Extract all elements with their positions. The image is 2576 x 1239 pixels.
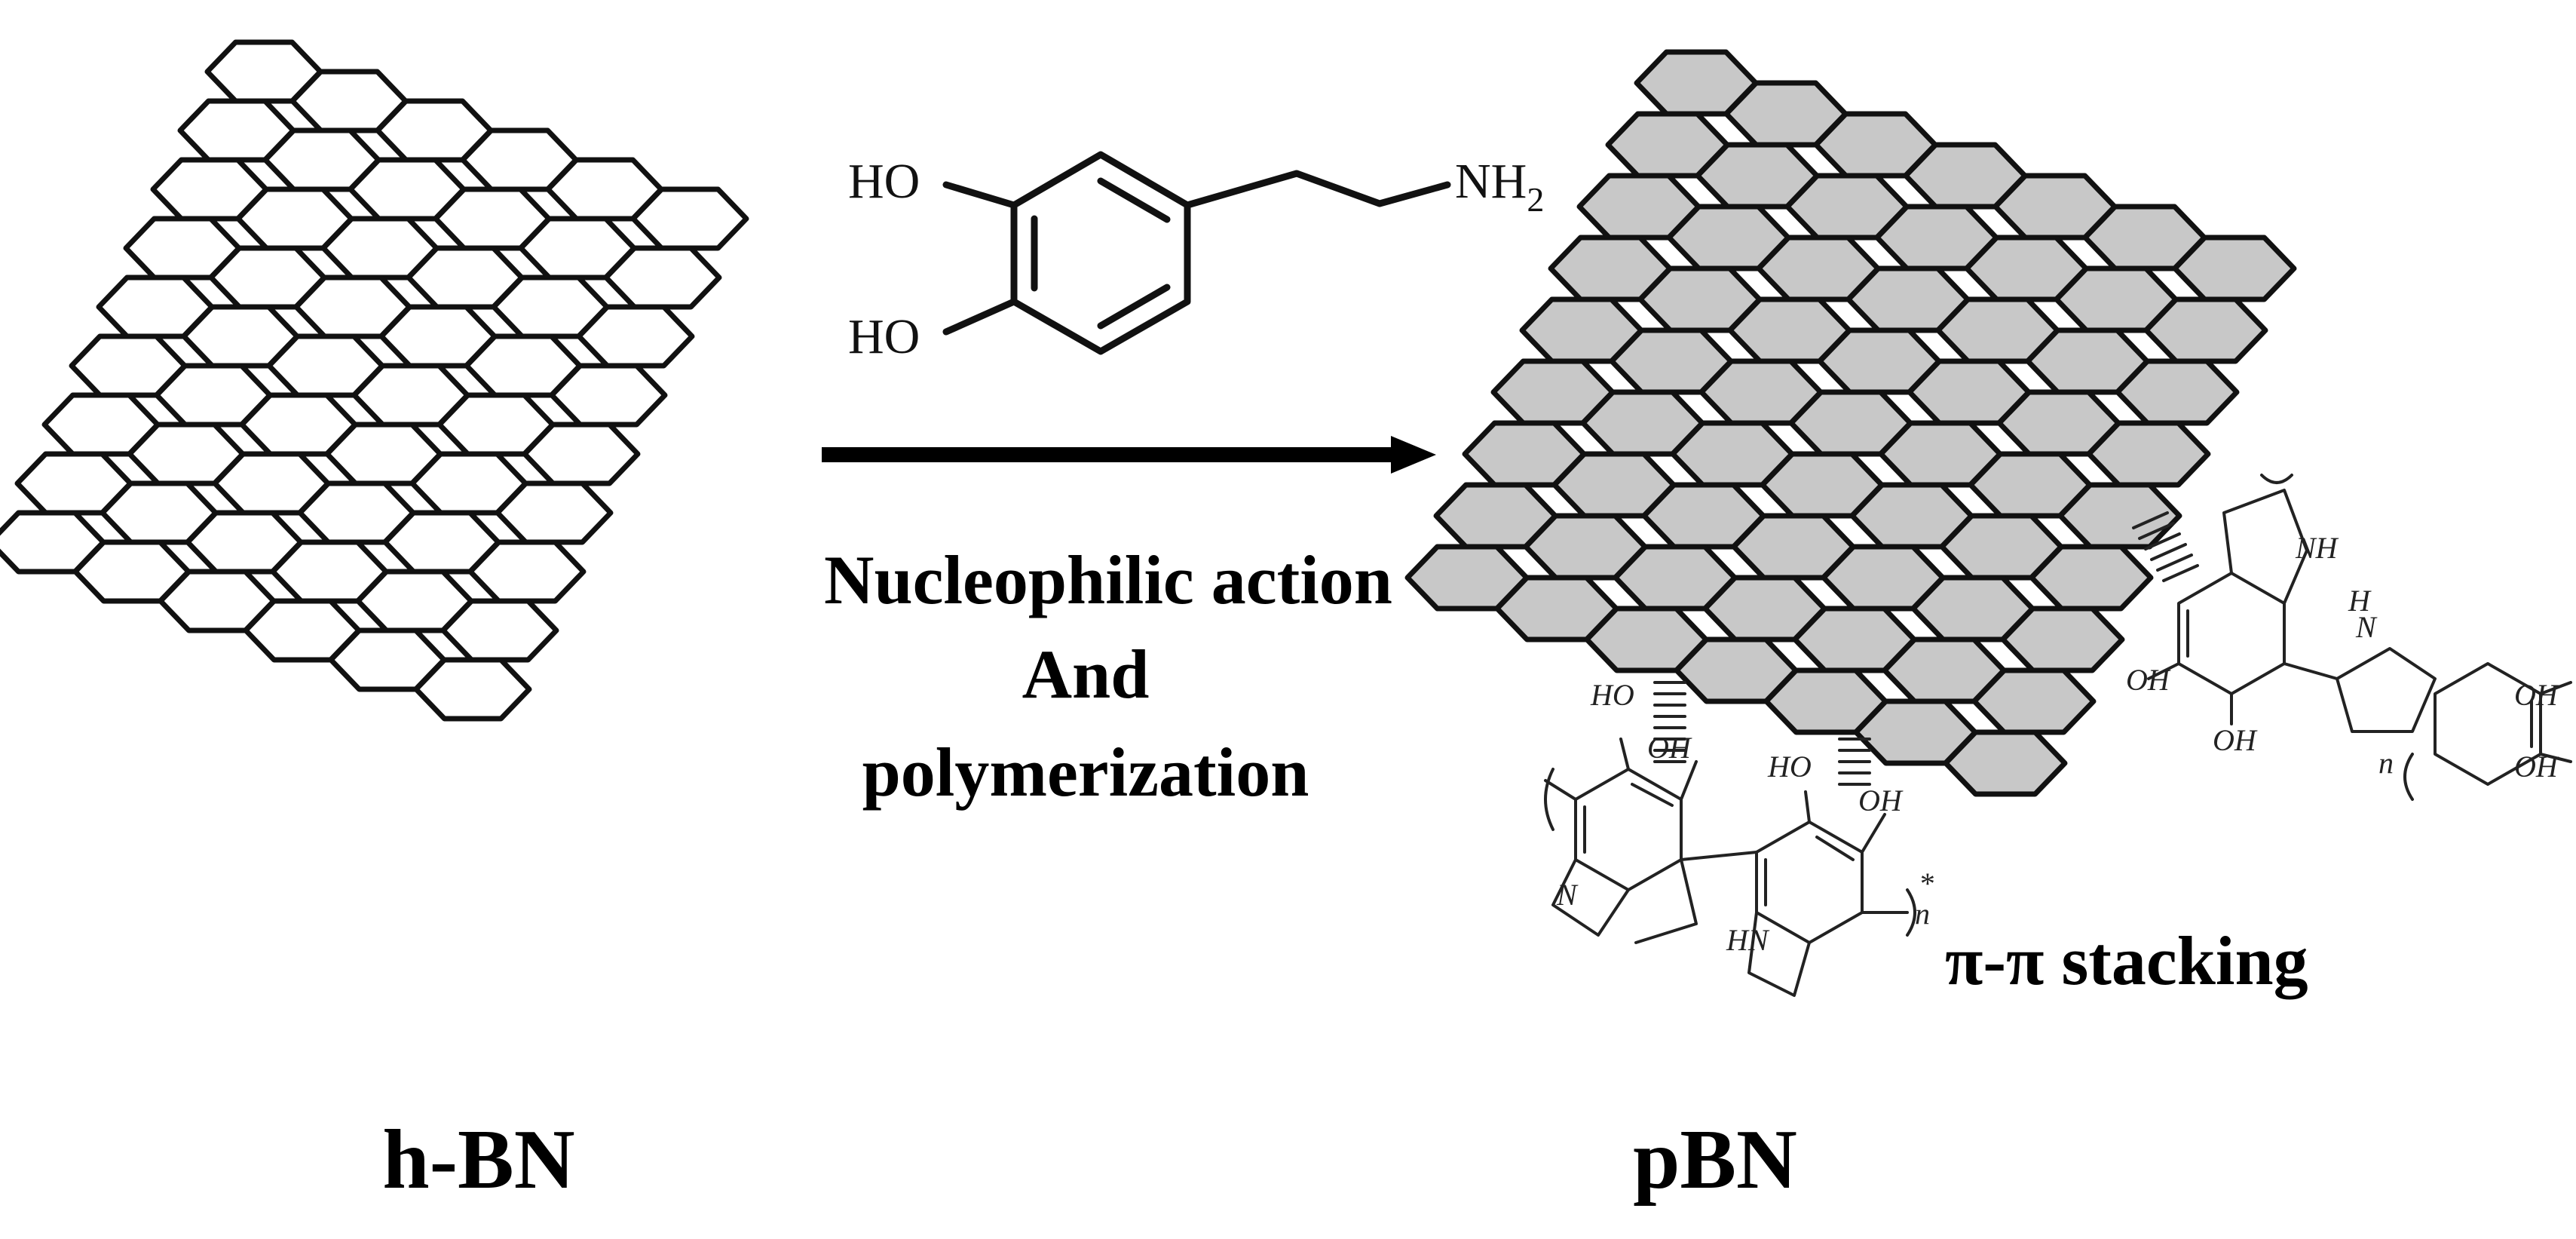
lattice-hexagon: [413, 657, 532, 722]
lattice-hexagon: [440, 598, 559, 663]
dopamine-ethylamine-chain: [1184, 170, 1451, 209]
polydopamine-chain-left: HO OH HO OH N HN n *: [1544, 678, 1934, 997]
lattice-hexagon: [495, 480, 614, 545]
dopamine-inner-bond: [1097, 177, 1171, 223]
lattice-hexagon: [1971, 667, 2097, 735]
lattice-hexagon: [467, 539, 587, 604]
lattice-hexagon: [603, 245, 722, 310]
pi-stacking-marks: [1653, 681, 1871, 786]
oh-label: OH: [2514, 678, 2559, 712]
star-label: *: [1919, 866, 1934, 900]
lattice-hexagon: [576, 304, 695, 369]
dopamine-oh-bond: [942, 181, 1018, 209]
oh-label: OH: [2126, 663, 2171, 697]
dopamine-amine: NH2: [1455, 154, 1544, 219]
h-bn-label: h-BN: [382, 1113, 574, 1207]
nh-label: NH: [2295, 531, 2339, 565]
pbn-sheet: [1404, 49, 2297, 797]
lattice-hexagon: [2172, 235, 2297, 302]
lattice-hexagon: [549, 363, 668, 428]
pi-pi-stacking-label: π-π stacking: [1945, 922, 2308, 999]
lattice-hexagon: [2115, 358, 2240, 426]
lattice-hexagon: [1943, 729, 2068, 797]
lattice-hexagon: [2000, 606, 2125, 673]
polydopamine-chain-right: NH N H OH OH OH OH n: [2126, 474, 2572, 801]
oh-label: OH: [1858, 784, 1904, 817]
n-subscript: n: [1915, 897, 1930, 931]
oh-label: HO: [1590, 678, 1634, 712]
reaction-arrow: [822, 436, 1436, 474]
dopamine-hydroxyl-top: HO: [848, 154, 920, 209]
dopamine-molecule: HO HO NH2: [848, 151, 1544, 364]
oh-label: OH: [2213, 723, 2258, 757]
dopamine-inner-bond: [1097, 284, 1171, 330]
pi-stacking-marks: [2132, 511, 2199, 582]
dopamine-hydroxyl-bottom: HO: [848, 309, 920, 364]
dopamine-oh-bond: [942, 298, 1018, 336]
n-label: N: [1556, 878, 1579, 912]
oh-label: HO: [1767, 750, 1812, 784]
condition-line-2: And: [1022, 636, 1150, 713]
hn-label: HN: [1726, 923, 1770, 957]
lattice-hexagon: [630, 186, 749, 251]
h-bn-sheet: [0, 39, 749, 722]
n-subscript: n: [2378, 746, 2394, 780]
oh-label: OH: [1647, 731, 1692, 765]
oh-label: OH: [2514, 750, 2559, 784]
condition-line-1: Nucleophilic action: [824, 541, 1392, 618]
condition-line-3: polymerization: [862, 734, 1309, 811]
lattice-hexagon: [522, 422, 641, 486]
h-label: H: [2348, 584, 2372, 618]
lattice-hexagon: [2029, 544, 2154, 612]
lattice-hexagon: [2143, 296, 2268, 364]
lattice-hexagon: [2086, 420, 2211, 488]
n-label: N: [2355, 610, 2378, 644]
pbn-label: pBN: [1633, 1113, 1797, 1207]
